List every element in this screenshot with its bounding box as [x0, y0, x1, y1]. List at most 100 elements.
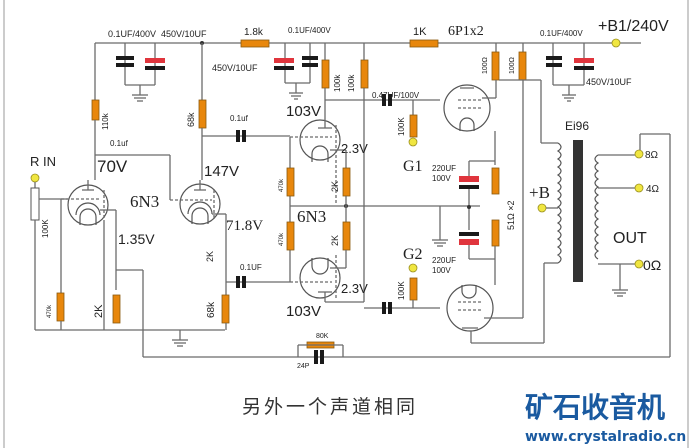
filter-caps-3: [546, 43, 594, 102]
r-drop1-label: 1.8k: [244, 27, 264, 38]
v2-plate-voltage: 147V: [204, 163, 239, 180]
tube-v2: [170, 180, 227, 295]
resistor-470k-ps-top: [286, 167, 295, 197]
ps-plate-bottom-voltage: 103V: [286, 303, 321, 320]
output-tube-label: 6P1x2: [448, 24, 484, 39]
input-potentiometer[interactable]: [30, 187, 40, 221]
brand-logo: 矿石收音机: [525, 391, 665, 424]
tube-output-top: [443, 84, 491, 132]
r-ps-grid-top-label: 470k: [279, 178, 285, 192]
ps-cathode-bottom-voltage: 2.3V: [341, 281, 368, 296]
input-terminal[interactable]: [30, 173, 40, 183]
r-cath2b-label: 68k: [206, 301, 217, 318]
resistor-100ohm-a: [491, 51, 500, 81]
c-couple3-label: 0.47UF/100V: [372, 91, 420, 100]
tube-ps-bottom: [290, 255, 364, 303]
c-couple2-label: 0.1UF: [240, 263, 262, 272]
c-filter2-label: 0.1UF/400V: [288, 26, 331, 35]
c-elec3-label: 450V/10UF: [586, 77, 632, 87]
primary-winding: [556, 142, 562, 264]
r-ps-cath-bottom-label: 2K: [330, 235, 340, 246]
r-screen-b-label: 100Ω: [509, 57, 516, 74]
b1-terminal[interactable]: [611, 38, 621, 48]
feedback-cap-24p: [314, 350, 318, 364]
g1-label: G1: [403, 158, 423, 175]
b-plus-terminal[interactable]: [537, 203, 547, 213]
resistor-100k-ps-a: [321, 59, 330, 89]
c-elec1-label: 450V/10UF: [161, 29, 207, 39]
r-fb-label: 80K: [316, 333, 329, 340]
resistor-1k: [409, 39, 439, 48]
tap-8ohm-label: 8Ω: [645, 150, 659, 161]
b1-label: +B1/240V: [598, 18, 669, 35]
tap-0ohm-terminal[interactable]: [634, 259, 644, 269]
input-label: R IN: [30, 154, 56, 169]
r-grid1-label: 470k: [47, 304, 53, 318]
filter-caps-2: [274, 43, 318, 100]
r-drop2-label: 1K: [413, 26, 427, 38]
resistor-2k-ps-bottom: [342, 221, 351, 251]
tap-4ohm-label: 4Ω: [646, 184, 660, 195]
resistor-100k-g1: [409, 114, 418, 138]
driver-tube-label: 6N3: [130, 192, 159, 211]
r-ps-plate-b-label: 100k: [347, 74, 356, 92]
input-pot-label: 100K: [41, 219, 50, 238]
r-ps-plate-a-label: 100k: [333, 74, 342, 92]
r-ps-grid-bottom-label: 470k: [279, 232, 285, 246]
c-fb-label: 24P: [297, 363, 310, 370]
coupling-cap-4: [382, 302, 386, 314]
r-g1-label: 100K: [397, 117, 406, 136]
ps-tube-label: 6N3: [297, 207, 326, 226]
cathode-cap-top: [459, 176, 479, 182]
g2-terminal[interactable]: [408, 263, 418, 273]
c-couple1-label: 0.1uf: [230, 114, 249, 123]
r-g2-label: 100K: [397, 281, 406, 300]
resistor-110k: [91, 99, 100, 121]
resistor-100ohm-b: [518, 51, 527, 81]
ps-plate-top-voltage: 103V: [286, 103, 321, 120]
resistor-2k-ps-top: [342, 167, 351, 197]
v2-cathode-voltage: 71.8V: [226, 218, 263, 234]
coupling-cap-3: [382, 94, 386, 106]
supply-rail: [94, 41, 641, 100]
c-cath-bottom-l2: 100V: [432, 266, 451, 275]
g2-label: G2: [403, 246, 423, 263]
out-label: OUT: [613, 230, 647, 247]
resistor-51ohm-bottom: [491, 219, 500, 247]
c-cath-top-l2: 100V: [432, 174, 451, 183]
r-ps-cath-top-label: 2K: [330, 181, 340, 192]
r-plate1-label: 110k: [101, 112, 110, 130]
transformer-core: [573, 140, 583, 282]
coupling-cap-1: [236, 130, 240, 142]
tap-0ohm-label: 0Ω: [643, 257, 661, 273]
brand-url[interactable]: www.crystalradio.cn: [525, 429, 686, 445]
secondary-winding: [594, 154, 600, 260]
v1-plate-voltage: 70V: [97, 157, 128, 176]
r-cath-out-label: 51Ω ×2: [506, 200, 516, 230]
tap-4ohm-terminal[interactable]: [634, 183, 644, 193]
c-elec2-label: 450V/10UF: [212, 63, 258, 73]
tap-8ohm-terminal[interactable]: [634, 149, 644, 159]
c-cath-top-l1: 220UF: [432, 164, 456, 173]
c-cath-bottom-l1: 220UF: [432, 256, 456, 265]
ps-cathode-top-voltage: 2.3V: [341, 141, 368, 156]
resistor-470k-ps-bottom: [286, 221, 295, 251]
resistor-470k-input: [56, 292, 65, 322]
r-cath2a-label: 2K: [205, 251, 215, 262]
g1-terminal[interactable]: [408, 137, 418, 147]
v1-cathode-voltage: 1.35V: [118, 231, 155, 247]
channel-note: 另外一个声道相同: [242, 396, 418, 418]
b-plus-label: +B: [529, 183, 550, 202]
tube-output-bottom: [446, 284, 494, 332]
r-cath1-label: 2K: [93, 304, 105, 318]
resistor-2k-v1: [112, 294, 121, 324]
c-filter1-label: 0.1UF/400V: [108, 29, 156, 39]
resistor-68k-cathode: [221, 294, 230, 324]
c-couple-label: 0.1uf: [110, 139, 129, 148]
resistor-100k-ps-b: [360, 59, 369, 89]
r-screen-a-label: 100Ω: [482, 57, 489, 74]
coupling-cap-2: [236, 276, 240, 288]
c-filter3-label: 0.1UF/400V: [540, 29, 583, 38]
